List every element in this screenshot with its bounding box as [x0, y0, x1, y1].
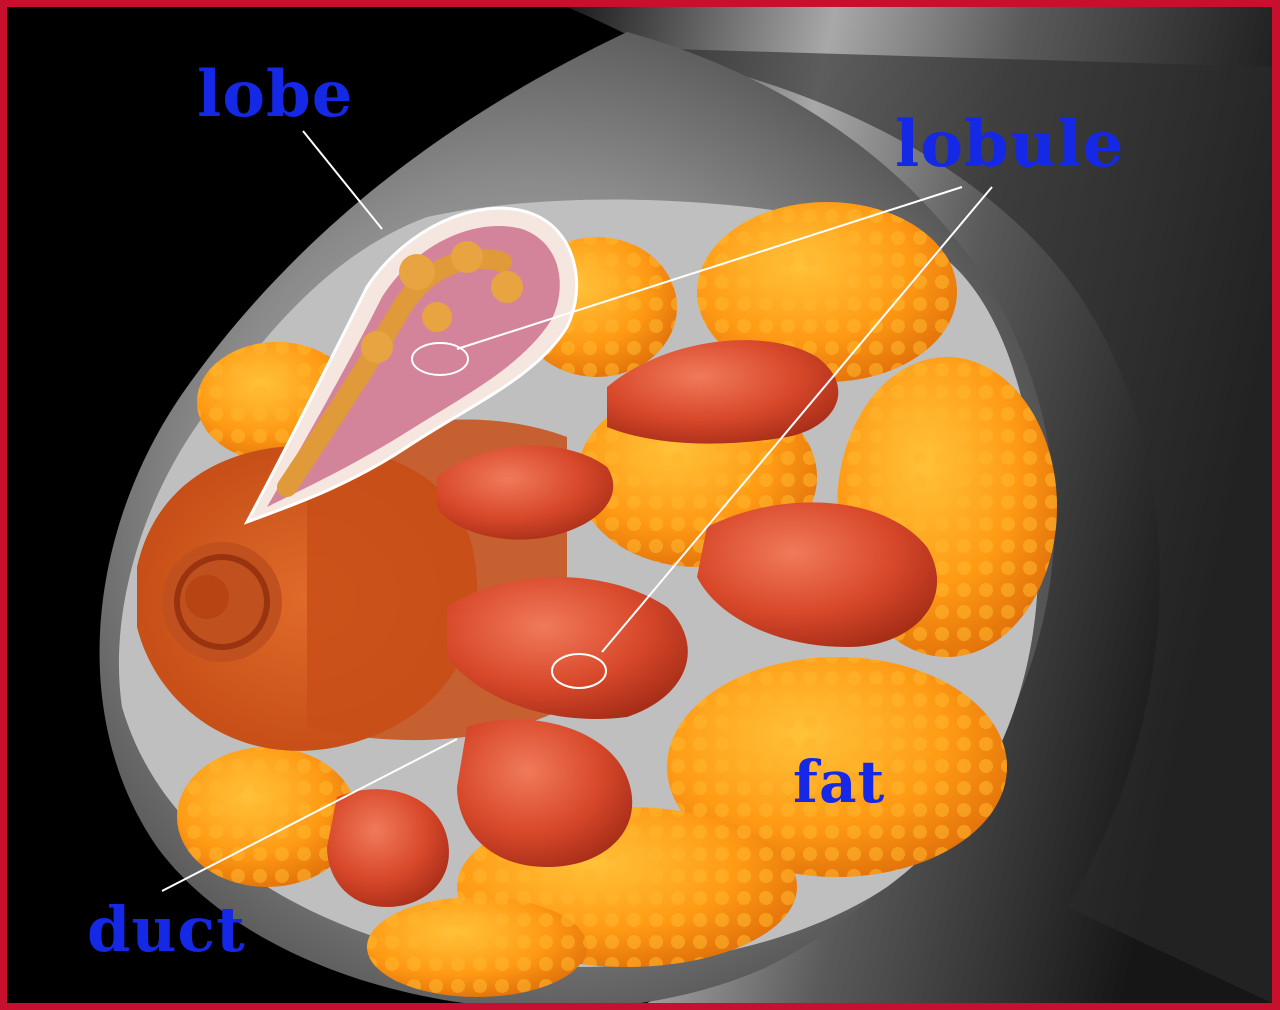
label-lobule: lobule — [895, 113, 1124, 177]
label-lobe: lobe — [197, 63, 353, 127]
label-duct: duct — [87, 899, 246, 961]
lobe-leader-line — [303, 131, 382, 229]
label-fat: fat — [793, 753, 885, 811]
nipple — [162, 542, 282, 662]
